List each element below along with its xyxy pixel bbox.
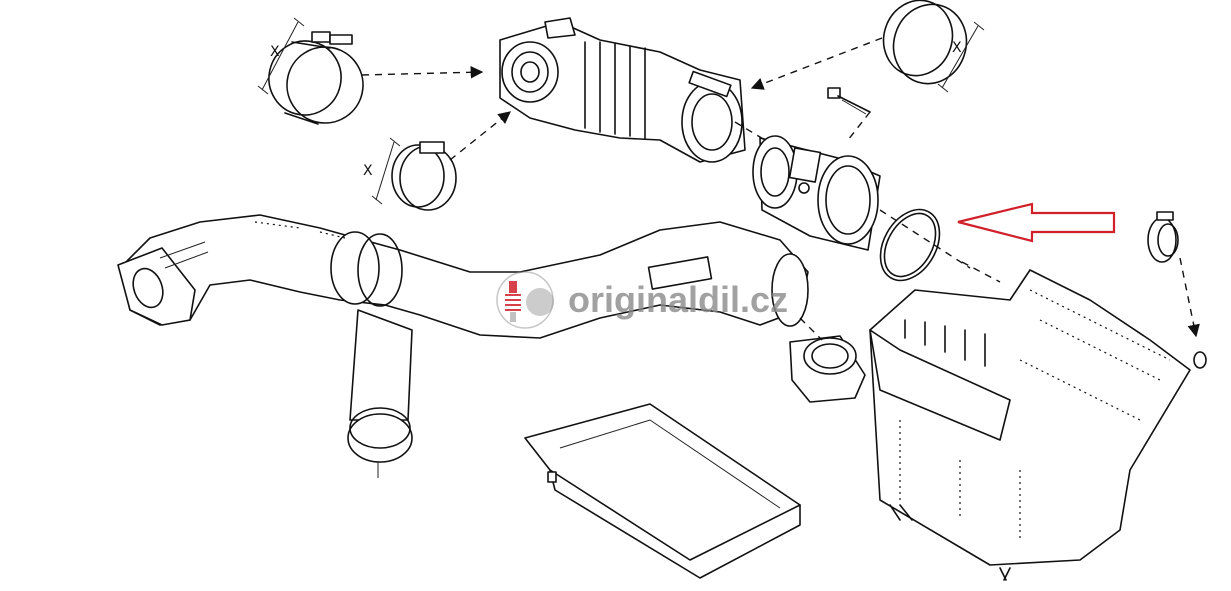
hose-clamp-top-right: X <box>882 0 985 93</box>
air-filter-housing <box>869 269 1207 581</box>
shock-absorber-logo-icon <box>505 281 554 322</box>
hose-clamp-top-left: X <box>257 17 364 125</box>
air-mass-meter <box>752 135 881 251</box>
highlight-arrow <box>957 202 1116 243</box>
air-filter-element <box>524 403 801 579</box>
watermark: originaldil.cz <box>496 271 788 329</box>
watermark-text: originaldil.cz <box>568 279 788 320</box>
intake-branch-pipe <box>347 309 413 478</box>
rubber-grommet <box>1147 211 1179 263</box>
hose-clamp-middle-left: X <box>363 137 457 211</box>
air-inlet-nozzle <box>789 335 866 403</box>
dimension-label: X <box>363 163 373 179</box>
sealing-ring <box>879 208 941 282</box>
mounting-bolt <box>827 87 871 115</box>
dimension-label: X <box>270 44 280 60</box>
intake-duct <box>117 214 809 339</box>
dimension-label: X <box>952 40 962 56</box>
assembly-guide-arrows <box>361 37 1200 341</box>
upper-intake-hose <box>499 17 746 163</box>
